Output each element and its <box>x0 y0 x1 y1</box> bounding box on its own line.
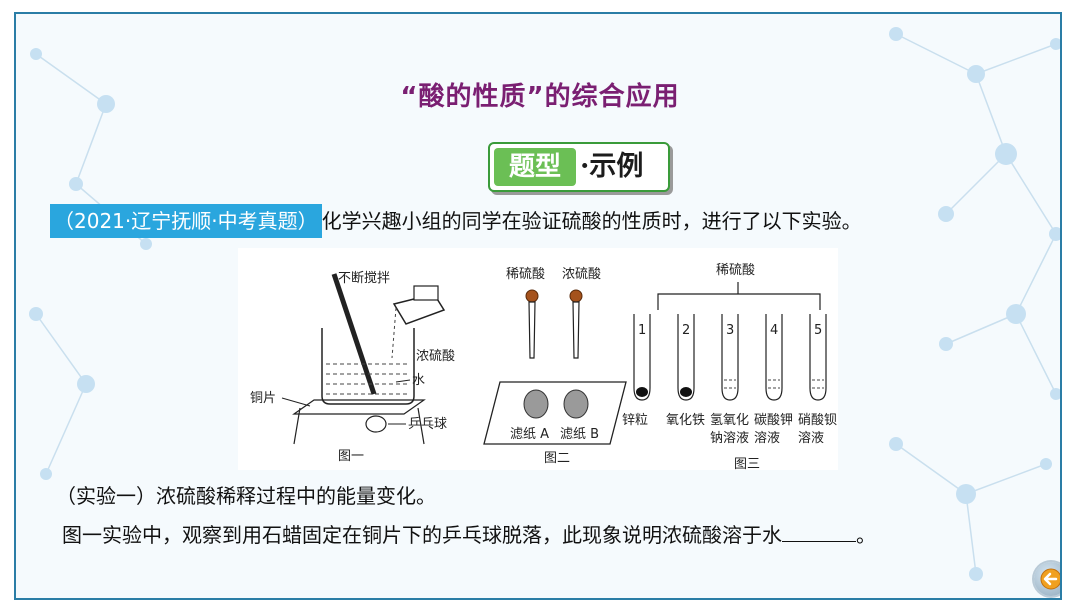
dropper-bulb-right <box>569 289 583 303</box>
fig2-conc-label: 浓硫酸 <box>562 267 601 282</box>
molecule-background <box>29 27 1060 581</box>
filter-paper-b-spot <box>563 389 589 419</box>
test-tube <box>809 314 827 401</box>
test-tube <box>677 314 695 401</box>
figure-one: 不断搅拌 浓硫酸 水 铜片 乒乓球 图一 <box>250 270 455 464</box>
tube-number: 3 <box>726 323 734 338</box>
filter-paper-a-spot <box>523 389 549 419</box>
test-tube <box>633 314 651 401</box>
fig1-copper-label: 铜片 <box>250 391 276 406</box>
example-badge: 题型 ·示例 <box>488 142 670 192</box>
slide-frame: “酸的性质”的综合应用 题型 ·示例 （2021·辽宁抚顺·中考真题）化学兴趣小… <box>14 12 1062 600</box>
dropper-tube-right <box>572 301 580 359</box>
tube-label: 锌粒 <box>622 413 648 428</box>
bottle-cap <box>413 285 439 301</box>
dropper-tube-left <box>528 301 536 359</box>
tube-label: 氧化铁 <box>666 413 705 428</box>
tube-number: 1 <box>638 323 646 338</box>
tube-number: 4 <box>770 323 778 338</box>
test-tube <box>765 314 783 401</box>
dropper-bulb-left <box>525 289 539 303</box>
tube-label-line2: 钠溶液 <box>710 431 749 446</box>
copper-pointer <box>281 397 311 407</box>
fig1-ball-label: 乒乓球 <box>408 417 447 432</box>
fig3-top-label: 稀硫酸 <box>716 263 755 278</box>
question-text: 化学兴趣小组的同学在验证硫酸的性质时，进行了以下实验。 <box>321 209 862 233</box>
fig1-caption: 图一 <box>338 449 364 464</box>
tube-label-line2: 溶液 <box>754 431 780 446</box>
fig2-paper-b: 滤纸 B <box>560 427 599 442</box>
question-line: （2021·辽宁抚顺·中考真题）化学兴趣小组的同学在验证硫酸的性质时，进行了以下… <box>50 204 862 238</box>
test-tube <box>721 314 739 401</box>
tube-label-line2: 溶液 <box>798 431 824 446</box>
stand-leg-left <box>293 407 301 445</box>
source-tag: （2021·辽宁抚顺·中考真题） <box>50 204 322 238</box>
figure-two: 稀硫酸 浓硫酸 滤纸 A 滤纸 B 图二 <box>483 267 627 466</box>
water-pointer <box>395 379 411 383</box>
fig1-water-label: 水 <box>412 373 425 388</box>
acid-stream <box>391 307 397 359</box>
water-level <box>326 363 410 395</box>
question-end: 。 <box>856 523 876 547</box>
tube-label: 硝酸钡 <box>798 413 837 428</box>
filter-paper-tray <box>483 381 627 445</box>
tube-label: 碳酸钾 <box>754 413 793 428</box>
tube-solid <box>680 387 692 397</box>
badge-type-label: 题型 <box>494 148 576 186</box>
badge-example-label: ·示例 <box>580 151 644 182</box>
experiment-figures: 不断搅拌 浓硫酸 水 铜片 乒乓球 图一 稀硫酸 浓 <box>238 248 838 470</box>
fig1-acid-label: 浓硫酸 <box>416 349 455 364</box>
tube-label: 氢氧化 <box>710 413 749 428</box>
experiment-one-heading: （实验一）浓硫酸稀释过程中的能量变化。 <box>56 484 436 508</box>
arrow-left-icon <box>1040 568 1060 590</box>
page-title: “酸的性质”的综合应用 <box>400 82 680 112</box>
tube-number: 2 <box>682 323 690 338</box>
fig2-dilute-label: 稀硫酸 <box>506 267 545 282</box>
fig3-bracket <box>657 293 821 310</box>
experiment-one-question: 图一实验中，观察到用石蜡固定在铜片下的乒乓球脱落，此现象说明浓硫酸溶于水 。 <box>62 519 876 548</box>
fig1-stir-label: 不断搅拌 <box>338 270 390 286</box>
copper-plate <box>292 399 426 415</box>
fig3-caption: 图三 <box>734 457 760 470</box>
answer-blank[interactable] <box>782 523 856 542</box>
back-button[interactable] <box>1034 562 1060 596</box>
beaker <box>321 328 415 405</box>
ping-pong-ball <box>365 415 387 433</box>
fig2-paper-a: 滤纸 A <box>510 427 549 442</box>
tube-solid <box>636 387 648 397</box>
stir-rod <box>331 273 377 395</box>
question-stem: 图一实验中，观察到用石蜡固定在铜片下的乒乓球脱落，此现象说明浓硫酸溶于水 <box>62 523 782 547</box>
tube-number: 5 <box>814 323 822 338</box>
fig2-caption: 图二 <box>544 451 570 466</box>
stand-leg-right <box>417 407 425 445</box>
